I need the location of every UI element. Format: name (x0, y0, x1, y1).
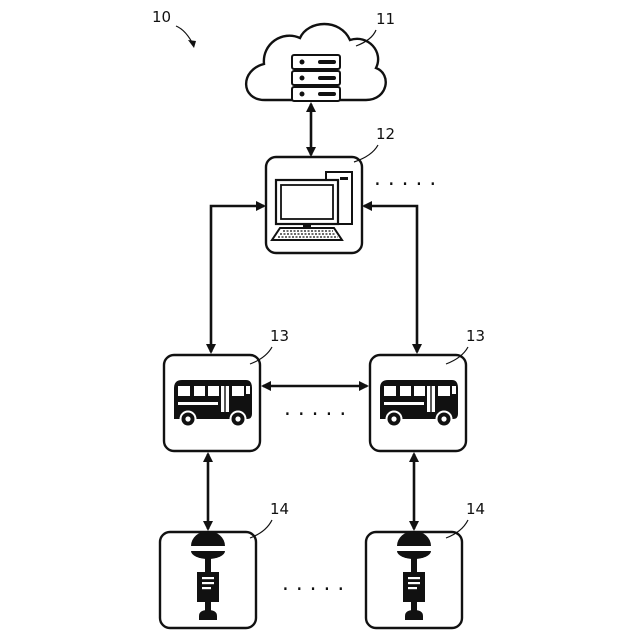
ref-label-system: 10 (152, 8, 171, 26)
ref-label-computer: 12 (376, 125, 395, 143)
ellipsis-sensors: ..... (280, 574, 349, 595)
server-rack-icon (292, 55, 340, 101)
ellipsis-vehicles: ..... (282, 399, 351, 420)
cloud-server-node (246, 24, 386, 101)
ref-label-sensor-left: 14 (270, 500, 289, 518)
ref-label-vehicle-right: 13 (466, 327, 485, 345)
system-leader-arrowhead (188, 40, 196, 48)
ref-label-vehicle-left: 13 (270, 327, 289, 345)
edge-computer-vehicle-left (211, 206, 264, 352)
ref-label-cloud: 11 (376, 10, 395, 28)
ref-label-sensor-right: 14 (466, 500, 485, 518)
ellipsis-computers: ..... (372, 169, 441, 190)
edge-computer-vehicle-right (364, 206, 417, 352)
